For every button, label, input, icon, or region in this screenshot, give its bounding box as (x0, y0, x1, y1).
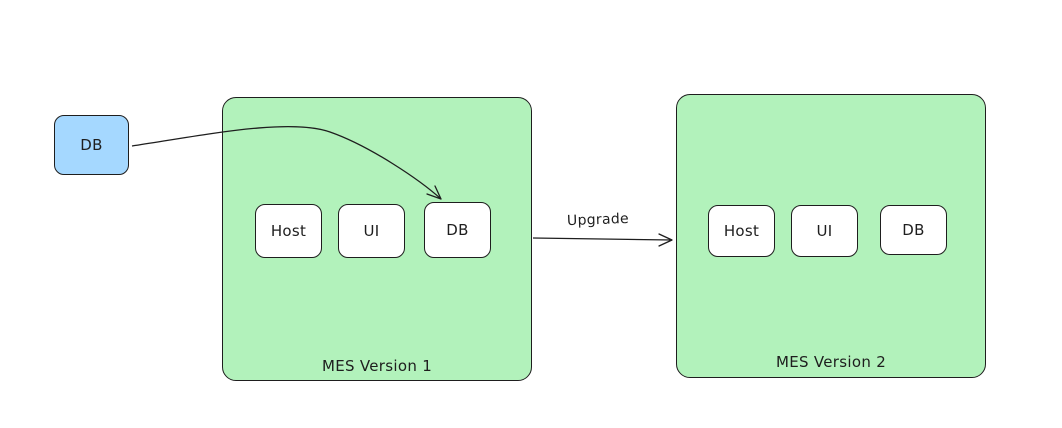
v1-ui-node[interactable]: UI (338, 204, 405, 258)
v1-db-label: DB (446, 221, 469, 239)
external-db-label: DB (80, 136, 103, 154)
v1-db-node[interactable]: DB (424, 202, 491, 258)
external-db-node[interactable]: DB (54, 115, 129, 175)
v1-host-node[interactable]: Host (255, 204, 322, 258)
v2-ui-node[interactable]: UI (791, 205, 858, 257)
v1-host-label: Host (270, 222, 307, 240)
upgrade-label: Upgrade (566, 210, 630, 230)
v2-db-node[interactable]: DB (880, 205, 947, 255)
v2-host-node[interactable]: Host (708, 205, 775, 257)
upgrade-arrowhead (658, 233, 673, 247)
mes-version-1-label: MES Version 1 (321, 357, 433, 375)
upgrade-arrow (532, 237, 673, 241)
v2-host-label: Host (723, 222, 760, 240)
v2-ui-label: UI (816, 222, 833, 240)
v1-ui-label: UI (363, 222, 380, 240)
v2-db-label: DB (902, 221, 925, 239)
mes-version-2-label: MES Version 2 (775, 353, 887, 371)
